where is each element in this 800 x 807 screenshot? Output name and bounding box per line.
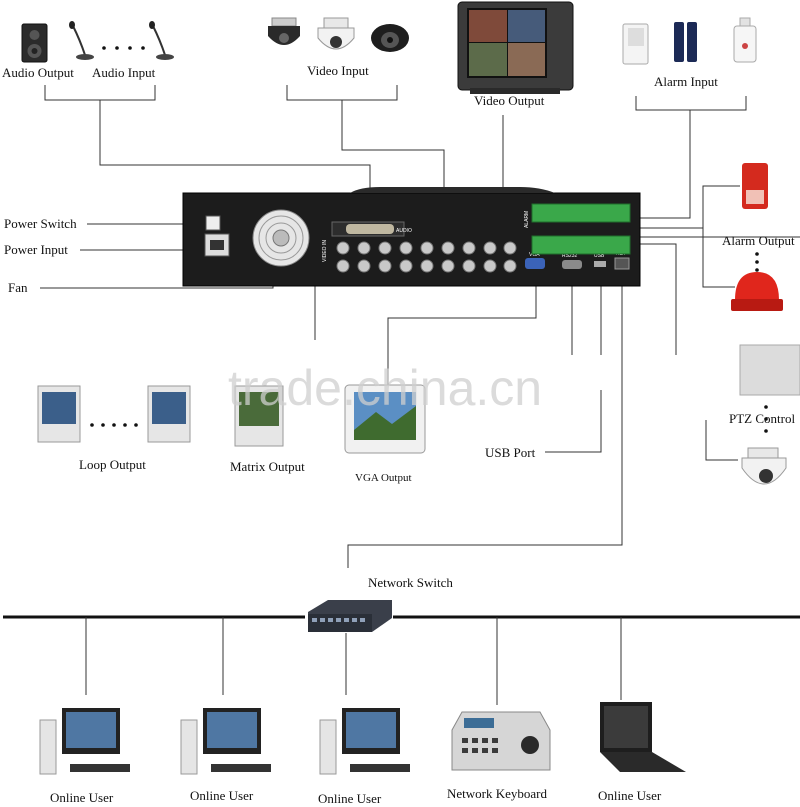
- alarm-beacon-icon: [731, 272, 783, 311]
- beam-detector-icon: [674, 22, 697, 62]
- power-switch-rocker: [205, 215, 221, 231]
- panel-usb-label: USB: [594, 253, 605, 259]
- label-matrix-output: Matrix Output: [230, 459, 305, 474]
- desktop-computer-icon: [319, 708, 410, 775]
- panel-alarm-label: ALARM: [524, 211, 530, 228]
- label-fan: Fan: [8, 280, 28, 295]
- loop-output-monitor-icon: [37, 385, 81, 443]
- speaker-icon: [21, 23, 48, 63]
- label-network-switch: Network Switch: [368, 575, 453, 590]
- network-switch-icon: [308, 600, 392, 632]
- label-online-user-1: Online User: [50, 790, 114, 805]
- connection-wires: [3, 85, 800, 705]
- label-vga-output: VGA Output: [355, 472, 412, 484]
- label-online-user-4: Online User: [598, 788, 662, 803]
- desktop-computer-icon: [39, 708, 130, 775]
- desktop-computer-icon: [180, 708, 271, 775]
- microphone-icon: [69, 21, 94, 60]
- bnc-video-out-group: [503, 241, 517, 273]
- panel-vga-label: VGA: [529, 252, 540, 258]
- usb-port: [594, 261, 606, 267]
- mini-dome-camera-icon: [371, 24, 409, 52]
- net-port: [614, 257, 630, 270]
- dots-vertical: [755, 252, 759, 272]
- speed-dome-camera-icon: [317, 17, 355, 50]
- network-keyboard-icon: [451, 711, 551, 771]
- label-video-input: Video Input: [307, 63, 369, 78]
- alarm-terminal-block-top: [531, 203, 631, 223]
- label-audio-output: Audio Output: [2, 65, 74, 80]
- label-audio-input: Audio Input: [92, 65, 156, 80]
- rs232-port: [562, 260, 582, 269]
- vga-monitor-icon: [344, 384, 426, 454]
- label-network-keyboard: Network Keyboard: [447, 786, 547, 801]
- smoke-detector-icon: [733, 17, 757, 63]
- microphone-icon: [149, 21, 174, 60]
- label-ptz-control: PTZ Control: [729, 411, 795, 426]
- bnc-video-in-group: [336, 241, 497, 273]
- panel-video-in-label: VIDEO IN: [322, 240, 328, 262]
- label-usb-port: USB Port: [485, 445, 536, 460]
- label-alarm-output: Alarm Output: [722, 233, 795, 248]
- crt-monitor-icon: [457, 1, 574, 94]
- matrix-output-monitor-icon: [234, 385, 284, 447]
- siren-strobe-icon: [742, 163, 768, 209]
- vga-port: [525, 258, 545, 269]
- panel-audio-label: AUDIO: [396, 228, 412, 234]
- label-power-switch: Power Switch: [4, 216, 77, 231]
- panel-rs232-label: RS232: [562, 253, 578, 259]
- label-power-input: Power Input: [4, 242, 68, 257]
- alarm-terminal-block-bottom: [531, 235, 631, 255]
- watermark-text: trade.china.cn: [228, 360, 542, 416]
- fan-icon: [252, 209, 310, 267]
- audio-db-connector: [346, 224, 394, 234]
- label-online-user-3: Online User: [318, 791, 382, 806]
- dots-ellipsis: [90, 423, 138, 427]
- ptz-camera-icon: [739, 344, 800, 485]
- dvr-back-panel: AUDIO VIDEO IN VGA RS232 USB NET ALARM: [182, 187, 641, 287]
- label-online-user-2: Online User: [190, 788, 254, 803]
- loop-output-monitor-icon: [147, 385, 191, 443]
- pir-detector-icon: [622, 23, 649, 65]
- laptop-icon: [600, 702, 686, 772]
- dome-camera-icon: [268, 17, 300, 45]
- dots-ellipsis: [102, 46, 145, 50]
- label-video-output: Video Output: [474, 93, 545, 108]
- label-alarm-input: Alarm Input: [654, 74, 718, 89]
- label-loop-output: Loop Output: [79, 457, 146, 472]
